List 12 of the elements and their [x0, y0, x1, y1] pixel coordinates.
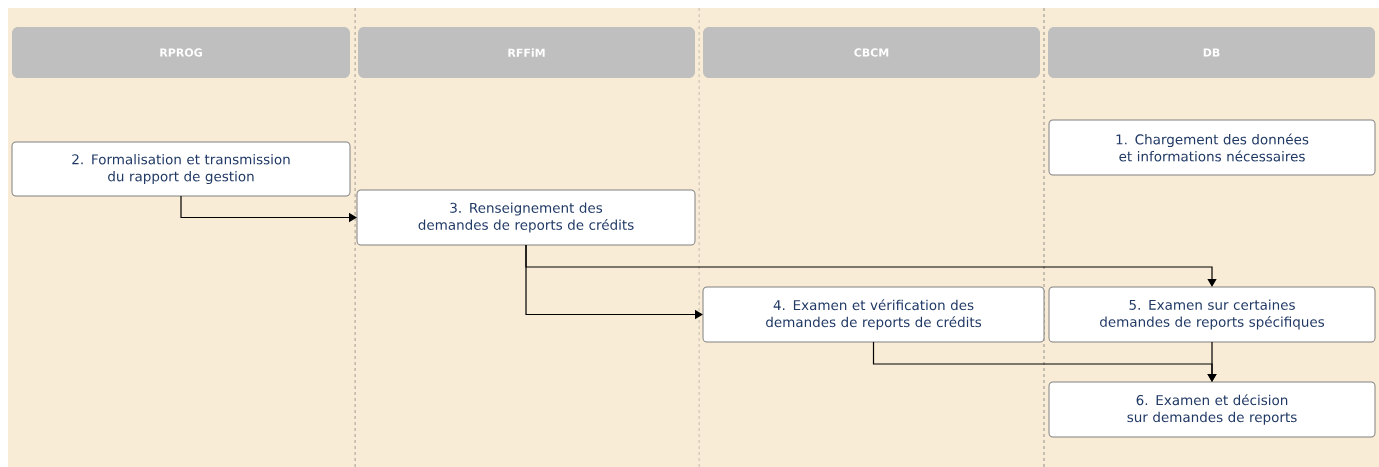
- lane-header: RPROG: [12, 27, 350, 78]
- process-box: 6. Examen et décision sur demandes de reports: [1048, 381, 1376, 438]
- process-box: 4. Examen et vérification des demandes de reports de crédits: [702, 286, 1045, 343]
- arrow: [1207, 341, 1217, 382]
- lane-header: RFFiM: [358, 27, 695, 78]
- process-box: 3. Renseignement des demandes de reports de crédits: [356, 189, 696, 246]
- lane-header: DB: [1048, 27, 1375, 78]
- process-box: 5. Examen sur certaines demandes de reports spécifiques: [1048, 286, 1376, 343]
- arrow: [525, 244, 1217, 287]
- lane-header: CBCM: [703, 27, 1040, 78]
- process-box: 2. Formalisation et transmission du rapport de gestion: [11, 141, 351, 197]
- process-box: 1. Chargement des données et informations nécessaires: [1048, 119, 1376, 176]
